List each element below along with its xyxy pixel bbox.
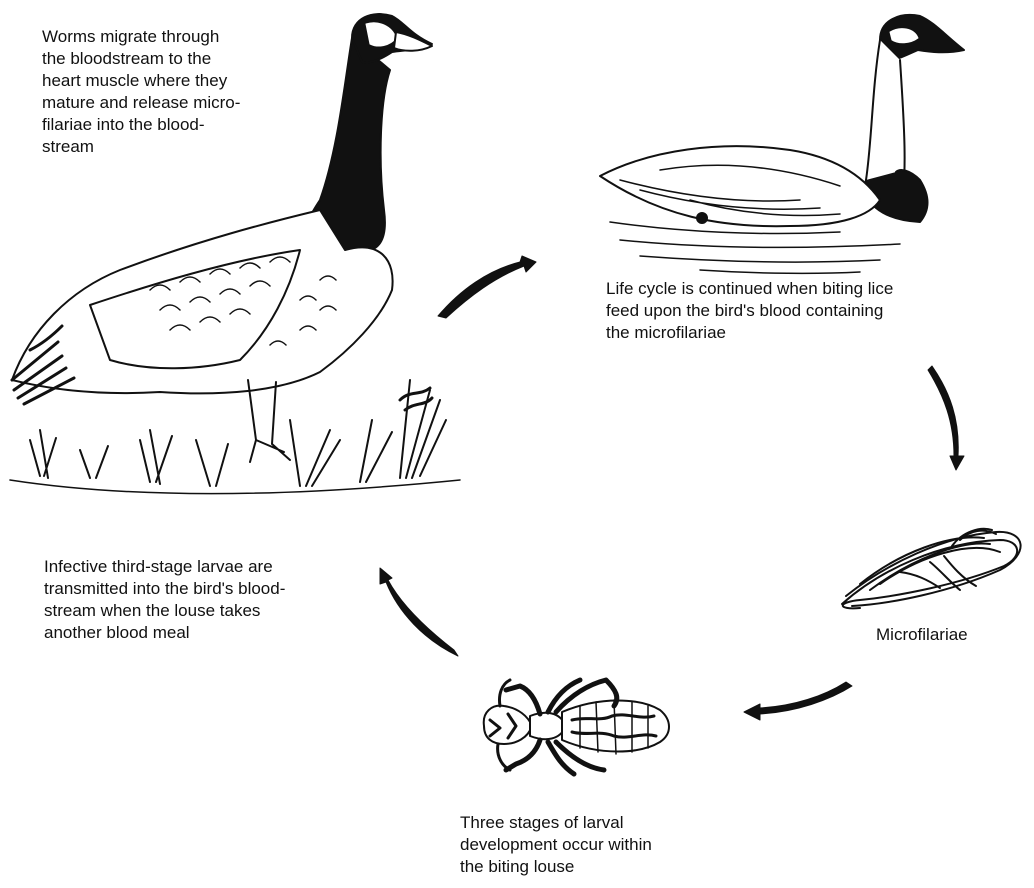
label-infective-larvae: Infective third-stage larvae are transmi… <box>44 556 384 644</box>
label-microfilariae: Microfilariae <box>876 624 1016 646</box>
label-three-stages: Three stages of larval development occur… <box>460 812 700 878</box>
label-life-cycle-continued: Life cycle is continued when biting lice… <box>606 278 986 344</box>
arrow-swan-to-microfilariae <box>928 366 964 470</box>
arrow-microfilariae-to-louse <box>744 682 852 720</box>
swan-illustration <box>600 15 964 273</box>
arrow-goose-to-swan <box>438 256 536 318</box>
arrow-louse-to-goose <box>380 568 458 656</box>
louse-illustration <box>484 680 669 774</box>
microfilariae-illustration <box>842 529 1021 609</box>
label-worms-migrate: Worms migrate through the bloodstream to… <box>42 26 312 158</box>
